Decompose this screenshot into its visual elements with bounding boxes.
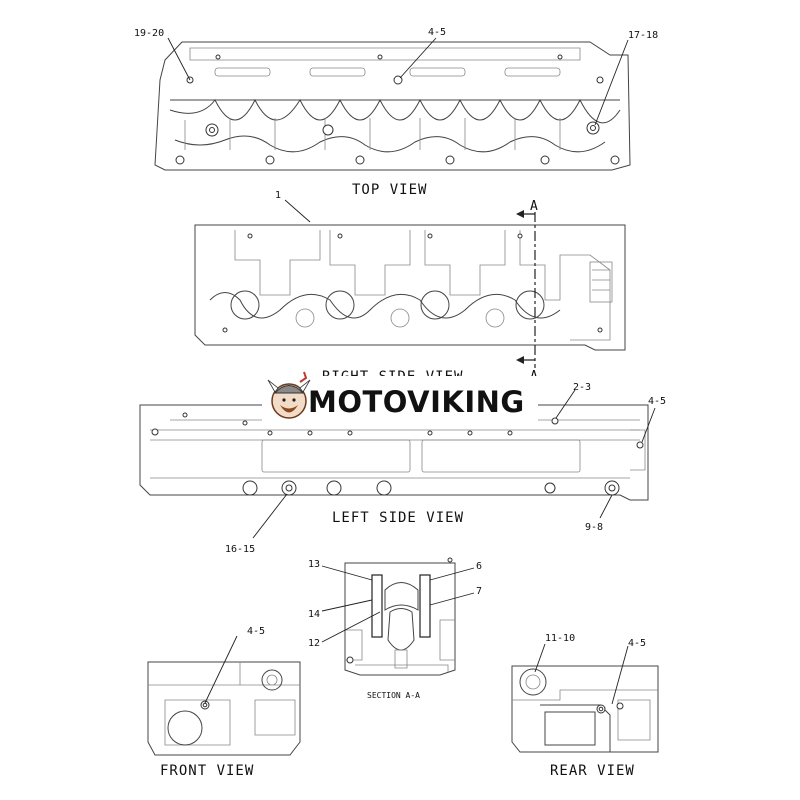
left-side-view-title: LEFT SIDE VIEW [332, 510, 464, 526]
left-side-view-leaders [252, 389, 656, 539]
callout-13: 13 [308, 559, 320, 570]
callout-6: 6 [476, 561, 482, 572]
section-marker-top: A [530, 199, 538, 214]
callout-9-8: 9-8 [585, 522, 603, 533]
left-side-view-drawing [139, 404, 649, 501]
callout-17-18: 17-18 [628, 30, 658, 41]
callout-4-5-left: 4-5 [648, 396, 666, 407]
callout-19-20: 19-20 [134, 28, 164, 39]
callout-7: 7 [476, 586, 482, 597]
callout-11-10: 11-10 [545, 633, 575, 644]
top-view-leaders [167, 37, 629, 126]
callout-4-5-front-leader [204, 635, 238, 704]
rear-view-title: REAR VIEW [550, 763, 635, 779]
top-view-title: TOP VIEW [352, 182, 427, 198]
section-a-a-drawing [344, 557, 456, 676]
viking-mascot-icon [267, 371, 311, 419]
section-a-a-title: SECTION A-A [367, 691, 420, 700]
rear-view-drawing [511, 665, 659, 753]
front-view-title: FRONT VIEW [160, 763, 254, 779]
callout-4-5-rear: 4-5 [628, 638, 646, 649]
callout-4-5-front: 4-5 [247, 626, 265, 637]
section-a-a-leaders [321, 565, 475, 643]
callout-12: 12 [308, 638, 320, 649]
callout-2-3: 2-3 [573, 382, 591, 393]
callout-1-leader [284, 199, 311, 223]
right-side-view-drawing [194, 224, 626, 351]
front-view-drawing [147, 661, 301, 756]
callout-14: 14 [308, 609, 320, 620]
motoviking-watermark: MOTOVIKING [262, 371, 538, 426]
watermark-text: MOTOVIKING [308, 385, 525, 419]
callout-4-5-top: 4-5 [428, 27, 446, 38]
section-cut-line [516, 210, 536, 368]
callout-16-15: 16-15 [225, 544, 255, 555]
top-view-drawing [154, 41, 631, 171]
callout-1: 1 [275, 190, 281, 201]
rear-view-leaders [534, 643, 629, 705]
